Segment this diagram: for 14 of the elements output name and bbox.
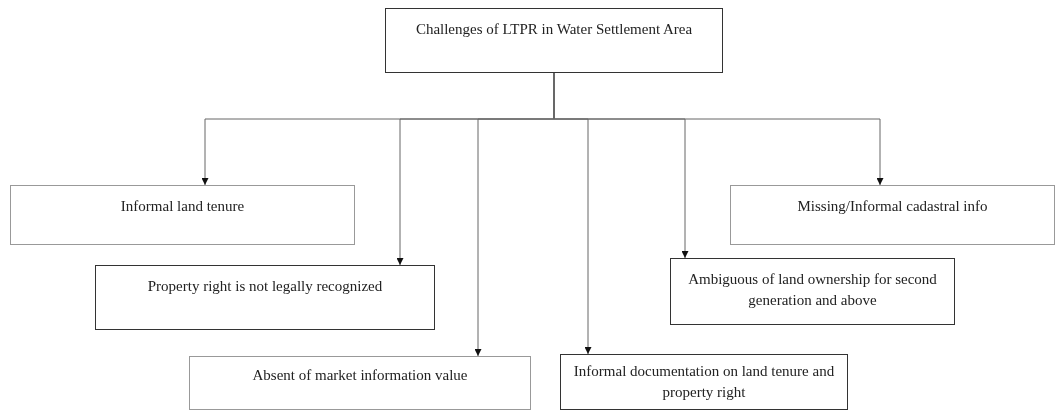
process-box <box>10 185 355 245</box>
process-box <box>730 185 1055 245</box>
box-text: Absent of market information value <box>252 366 468 385</box>
box-text: Ambiguous of land ownership for second generation and above <box>687 270 938 310</box>
process-box <box>95 265 435 330</box>
box-text: Property right is not legally recognized <box>147 277 383 296</box>
process-box <box>560 354 848 410</box>
box-text: Missing/Informal cadastral info <box>797 197 988 216</box>
box-text: Challenges of LTPR in Water Settlement Area <box>415 20 693 39</box>
process-box <box>670 258 955 325</box>
box-text: Informal documentation on land tenure and property right <box>572 362 836 402</box>
process-box <box>385 8 723 73</box>
process-box <box>189 356 531 410</box>
box-text: Informal land tenure <box>120 197 245 216</box>
